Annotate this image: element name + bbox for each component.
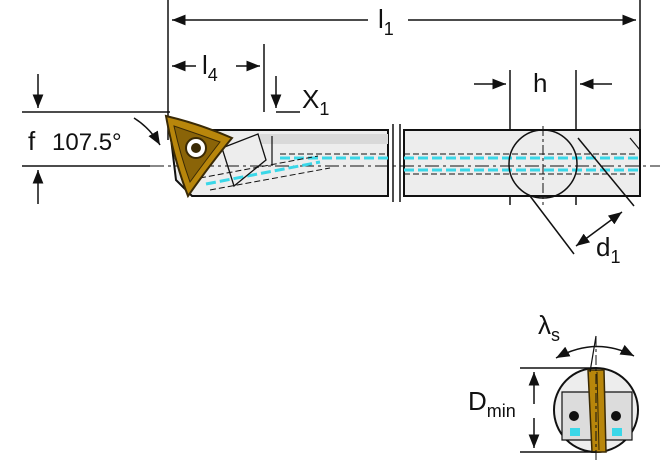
coolant-channels bbox=[205, 156, 638, 186]
bar-body bbox=[150, 124, 660, 205]
dimension-f bbox=[22, 74, 170, 204]
dimension-line-d1 bbox=[575, 211, 623, 247]
insert-screw-head-icon bbox=[191, 143, 201, 153]
end-view-coolant-hole-right-icon bbox=[611, 411, 621, 421]
angle-arc bbox=[133, 117, 161, 146]
end-view-coolant-hole-left-icon bbox=[569, 411, 579, 421]
label-h: h bbox=[533, 68, 547, 98]
label-x1: X1 bbox=[302, 84, 329, 119]
dimension-d-min bbox=[520, 367, 596, 453]
dimension-l1 bbox=[167, 0, 641, 140]
dimension-d1 bbox=[529, 137, 635, 255]
shank-chamfer bbox=[629, 137, 641, 151]
cutting-insert bbox=[164, 114, 234, 199]
end-view-insert-edge bbox=[596, 371, 600, 451]
bar-shank bbox=[403, 129, 641, 197]
label-f: f bbox=[28, 126, 36, 156]
end-view-coolant-mark-left bbox=[570, 428, 580, 436]
label-l1: l1 bbox=[378, 4, 394, 39]
hidden-lines bbox=[199, 153, 638, 191]
lambda-reference-line bbox=[589, 335, 597, 373]
bar-shade-band bbox=[260, 134, 388, 144]
extension-line-d1-left bbox=[529, 195, 575, 255]
extension-line-d1-right bbox=[577, 137, 635, 207]
label-angle: 107.5° bbox=[52, 129, 122, 156]
lambda-arc bbox=[555, 344, 635, 359]
label-l4: l4 bbox=[202, 50, 218, 85]
end-view bbox=[553, 335, 639, 460]
end-view-insert bbox=[587, 369, 607, 453]
clamp-outline bbox=[221, 133, 267, 188]
label-d-min: Dmin bbox=[468, 386, 516, 421]
end-view-coolant-mark-right bbox=[612, 428, 622, 436]
dimension-l4 bbox=[172, 44, 265, 112]
label-d1: d1 bbox=[596, 232, 620, 267]
label-lambda-s: λs bbox=[538, 310, 560, 345]
